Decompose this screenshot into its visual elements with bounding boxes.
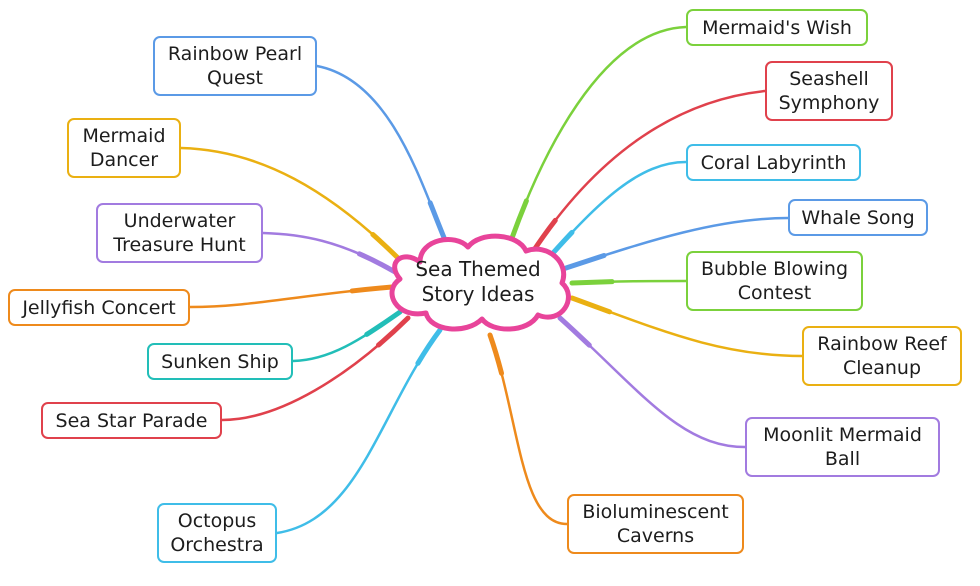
- connector-root-moonlit-mermaid-ball: [557, 315, 748, 450]
- node-underwater-treasure-hunt[interactable]: Underwater Treasure Hunt: [96, 203, 263, 263]
- connector-bioluminescent-caverns: [488, 333, 569, 526]
- node-jellyfish-concert[interactable]: Jellyfish Concert: [8, 289, 190, 326]
- central-topic-label: Sea Themed Story Ideas: [415, 257, 541, 306]
- node-bubble-blowing-contest[interactable]: Bubble Blowing Contest: [686, 251, 863, 311]
- node-mermaids-wish[interactable]: Mermaid's Wish: [686, 9, 868, 46]
- node-sunken-ship[interactable]: Sunken Ship: [147, 343, 293, 380]
- node-label: Rainbow Reef Cleanup: [817, 333, 947, 379]
- node-label: Coral Labyrinth: [700, 151, 847, 174]
- node-label: Whale Song: [801, 206, 915, 229]
- connector-root-mermaids-wish: [509, 24, 689, 241]
- node-label: Jellyfish Concert: [22, 296, 176, 319]
- node-label: Mermaid Dancer: [82, 125, 166, 171]
- node-bioluminescent-caverns[interactable]: Bioluminescent Caverns: [567, 494, 744, 554]
- connector-root-whale-song: [563, 215, 791, 271]
- central-topic-cloud[interactable]: Sea Themed Story Ideas: [380, 229, 576, 335]
- node-whale-song[interactable]: Whale Song: [788, 199, 928, 236]
- connector-root-sea-star-parade: [219, 315, 411, 423]
- node-octopus-orchestra[interactable]: Octopus Orchestra: [157, 503, 277, 563]
- node-mermaid-dancer[interactable]: Mermaid Dancer: [67, 118, 181, 178]
- node-label: Bioluminescent Caverns: [582, 501, 729, 547]
- node-sea-star-parade[interactable]: Sea Star Parade: [41, 402, 222, 439]
- node-label: Seashell Symphony: [778, 68, 880, 114]
- connector-root-octopus-orchestra: [274, 327, 443, 536]
- node-label: Mermaid's Wish: [702, 16, 852, 39]
- connector-root-mermaid-dancer: [178, 145, 405, 265]
- connector-root-sunken-ship: [290, 309, 403, 364]
- node-rainbow-pearl-quest[interactable]: Rainbow Pearl Quest: [153, 36, 317, 96]
- node-seashell-symphony[interactable]: Seashell Symphony: [765, 61, 893, 121]
- node-label: Sea Star Parade: [55, 409, 208, 432]
- node-label: Sunken Ship: [161, 350, 279, 373]
- connector-rainbow-pearl-quest: [315, 64, 447, 242]
- node-moonlit-mermaid-ball[interactable]: Moonlit Mermaid Ball: [745, 417, 940, 477]
- connector-root-jellyfish-concert: [187, 284, 395, 310]
- node-label: Moonlit Mermaid Ball: [763, 424, 922, 470]
- node-rainbow-reef-cleanup[interactable]: Rainbow Reef Cleanup: [802, 326, 962, 386]
- connector-root-rainbow-pearl-quest: [314, 63, 448, 243]
- connector-root-underwater-treasure-hunt: [260, 230, 398, 275]
- node-coral-labyrinth[interactable]: Coral Labyrinth: [686, 144, 861, 181]
- node-label: Rainbow Pearl Quest: [167, 43, 303, 89]
- connector-root-bioluminescent-caverns: [487, 332, 570, 527]
- cloud-shape-icon: [389, 233, 571, 332]
- connector-moonlit-mermaid-ball: [558, 316, 747, 449]
- connector-root-bubble-blowing-contest: [569, 278, 689, 286]
- node-label: Underwater Treasure Hunt: [113, 210, 246, 256]
- node-label: Bubble Blowing Contest: [700, 258, 849, 304]
- connector-root-rainbow-reef-cleanup: [569, 295, 805, 359]
- node-label: Octopus Orchestra: [170, 510, 264, 556]
- connector-seashell-symphony: [530, 89, 767, 255]
- connector-root-coral-labyrinth: [542, 159, 689, 265]
